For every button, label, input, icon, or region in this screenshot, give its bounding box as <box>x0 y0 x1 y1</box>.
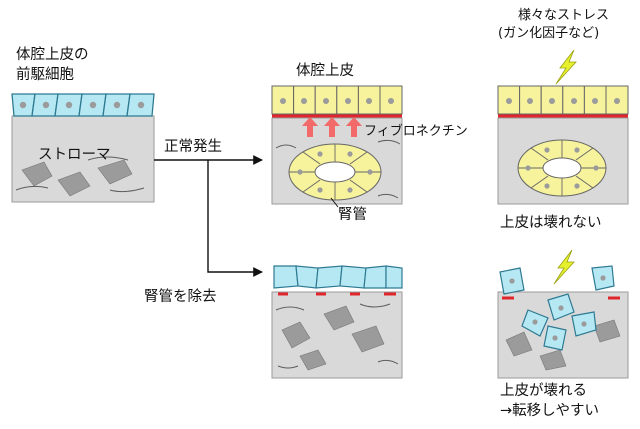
panel-stress-broken <box>497 249 629 379</box>
lightning-bolt-top <box>555 49 577 85</box>
normal-development-label: 正常発生 <box>164 139 222 155</box>
stress-label-line1: 様々なストレス <box>518 8 610 23</box>
panel-precursor <box>11 93 155 203</box>
intact-epithelium-nuclei <box>506 98 620 104</box>
epithelium-broken-label-line2: →転移しやすい <box>500 403 600 419</box>
epithelium-broken-label-line1: 上皮が壊れる <box>500 383 587 399</box>
removed-epithelium <box>273 265 403 289</box>
lightning-bolt-bottom <box>553 249 575 285</box>
intact-kidney-tube <box>517 139 607 197</box>
stress-label-line2: (ガン化因子など) <box>498 26 600 41</box>
scattered-nuclei <box>509 275 606 341</box>
normal-epithelium <box>271 85 403 115</box>
precursor-label-line1: 体腔上皮の <box>16 47 89 63</box>
normal-epithelium-nuclei <box>280 98 394 104</box>
precursor-nuclei <box>19 101 145 109</box>
kidney-tube <box>288 143 382 201</box>
coelomic-epithelium-label: 体腔上皮 <box>296 63 354 79</box>
stroma-fibers <box>15 156 145 193</box>
remove-kidney-tube-label: 腎管を除去 <box>144 289 217 305</box>
flow-arrows <box>154 155 263 277</box>
fibronectin-arrows <box>302 117 362 137</box>
panel-normal <box>271 85 403 208</box>
normal-stroma-fibers <box>275 139 401 199</box>
kidney-tube-label: 腎管 <box>338 207 367 223</box>
scattered-cells <box>499 265 615 351</box>
fibronectin-label: フィブロネクチン <box>364 124 468 139</box>
precursor-cells <box>11 93 155 117</box>
removed-stroma-fibers <box>275 303 399 369</box>
broken-stroma-cells <box>505 319 621 371</box>
kidney-tube-leader <box>330 197 339 208</box>
stroma-label: ストローマ <box>38 147 111 163</box>
panel-removed <box>271 265 403 379</box>
precursor-label-line2: 前駆細胞 <box>16 67 74 83</box>
removed-stroma-cells <box>281 305 385 371</box>
epithelium-not-broken-label: 上皮は壊れない <box>500 215 602 231</box>
panel-stress-intact <box>497 49 629 205</box>
stroma-cells <box>21 159 133 197</box>
intact-epithelium <box>497 85 629 115</box>
